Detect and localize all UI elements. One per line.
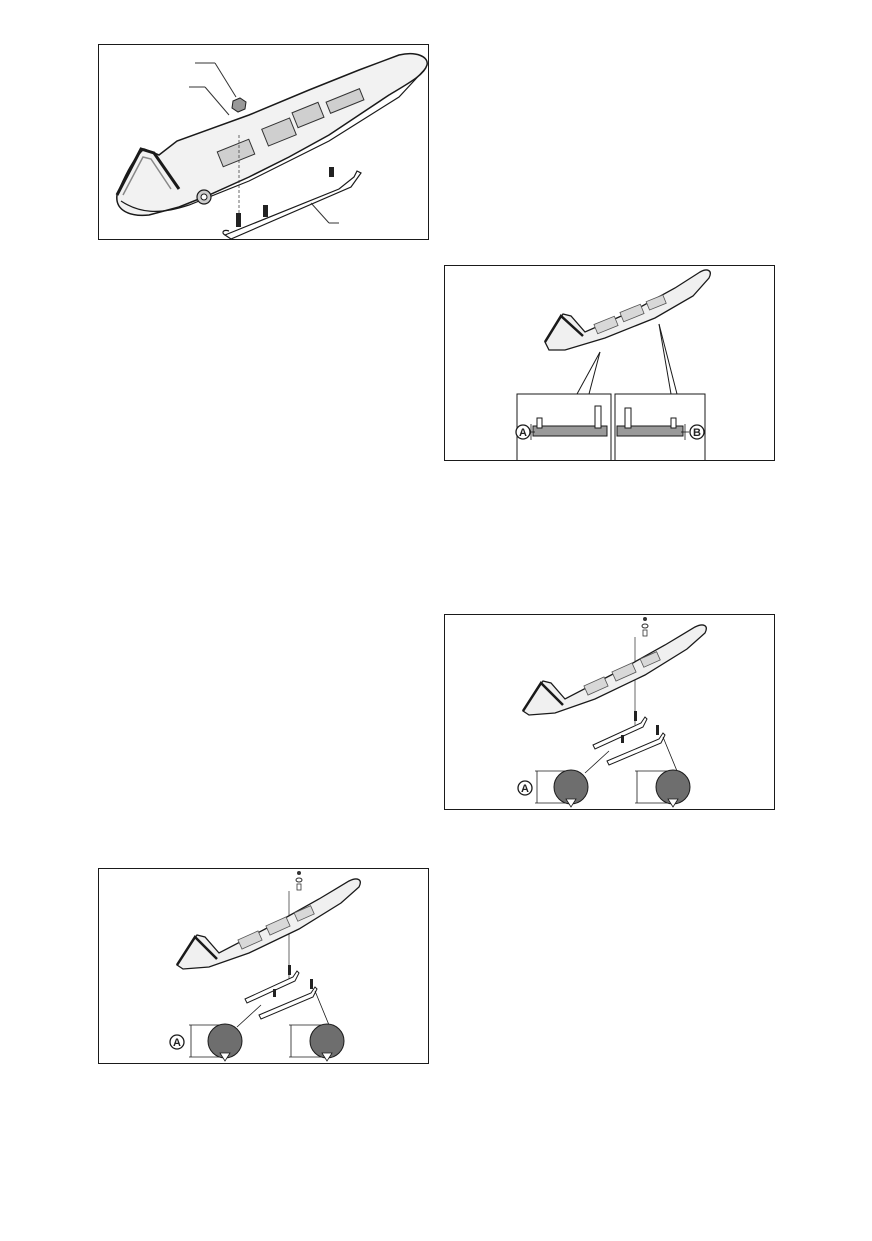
ski-runner-replacement-figure-left: A — [98, 868, 429, 1064]
callout-a-label: A — [519, 427, 527, 439]
stud-mid — [263, 205, 268, 217]
ski-exploded-drawing — [115, 53, 428, 239]
ski-runner-replacement-drawing-left: A — [169, 871, 361, 1062]
ski-runner-replacement-figure-right: A — [444, 614, 775, 810]
ski-runner-wear-figure: A B — [444, 265, 775, 461]
callout-b: B — [689, 424, 705, 440]
leader-line-runner — [310, 202, 330, 224]
callout-a-label: A — [173, 1037, 181, 1049]
ski-runner — [223, 170, 362, 239]
runner-profile-b — [289, 1023, 345, 1062]
callout-a: A — [169, 1034, 185, 1050]
runner-lower — [258, 986, 318, 1020]
ski-body — [176, 878, 361, 970]
stud-rear — [236, 213, 241, 227]
ski-handle — [175, 935, 218, 966]
callout-a-label: A — [521, 783, 529, 795]
washer-icon — [641, 623, 649, 629]
ski-runner-wear-drawing: A B — [515, 269, 711, 460]
ski-handle — [521, 681, 564, 712]
washer-icon — [295, 877, 303, 883]
runner-upper — [244, 970, 300, 1004]
ski-body — [522, 624, 707, 716]
runner-lower — [606, 732, 666, 766]
nut-icon — [297, 871, 301, 875]
ski-exploded-figure — [98, 44, 429, 240]
nut-icon — [643, 617, 647, 621]
ski-handle — [543, 314, 584, 343]
ski-ribs — [216, 88, 365, 168]
callout-a: A — [517, 780, 533, 796]
callout-a: A — [515, 424, 531, 440]
runner-profile-a — [535, 769, 589, 808]
runner-upper — [592, 716, 648, 750]
ski-body — [544, 269, 711, 351]
ski-runner-replacement-drawing-right: A — [517, 617, 707, 808]
runner-profile-b — [635, 769, 691, 808]
runner-profile-a — [189, 1023, 243, 1062]
runner-profile-b — [616, 407, 689, 440]
callout-b-label: B — [693, 427, 701, 439]
nut-icon — [231, 97, 247, 113]
ski-handle — [115, 147, 181, 196]
stud-front — [329, 167, 334, 177]
